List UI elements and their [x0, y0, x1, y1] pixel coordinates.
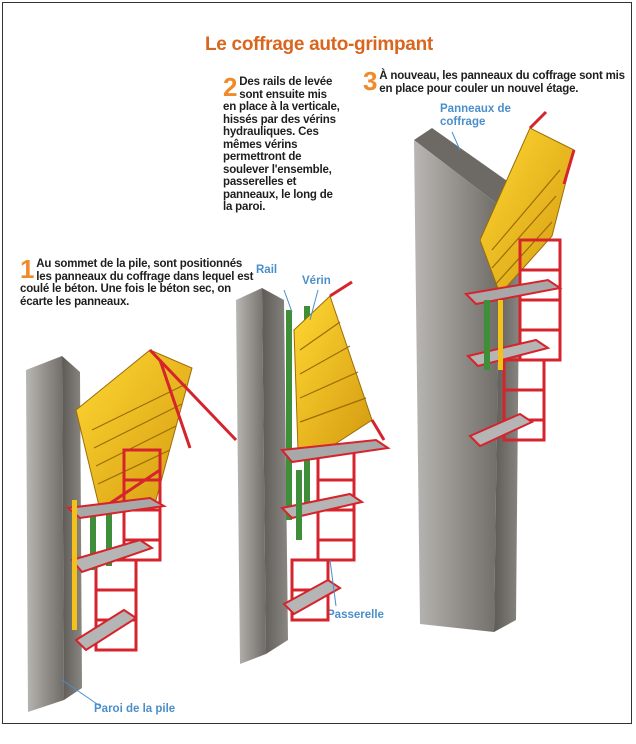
stage-2-platform-lower	[282, 578, 342, 616]
stage-3-wall-top	[414, 128, 520, 206]
stage-3-platform-lower	[468, 412, 535, 448]
stage-1-formwork-panel	[75, 349, 193, 511]
paroi-leader-line	[61, 679, 101, 707]
stage-3-formwork-panel	[479, 127, 575, 295]
step-1-text: 1 Au sommet de la pile, sont positionnés…	[20, 254, 260, 308]
stage-2-wall-side	[262, 288, 288, 654]
label-rail: Rail	[256, 264, 278, 276]
stage-2-rail	[286, 310, 292, 520]
label-paroi: Paroi de la pile	[94, 703, 176, 715]
verin-leader-line	[309, 289, 319, 321]
stage-1-jack	[90, 510, 96, 570]
stage-1-platform-lower	[74, 608, 138, 652]
stage-3-wall	[414, 140, 500, 632]
diagram-title: Le coffrage auto-grimpant	[205, 34, 433, 55]
stage-2-formwork-panel	[293, 295, 373, 451]
step-2-text: 2 Des rails de levée sont ensuite mis en…	[223, 72, 341, 214]
label-passerelle: Passerelle	[327, 609, 384, 621]
step-3-description: À nouveau, les panneaux du coffrage sont…	[379, 70, 625, 95]
stage-3-jack	[484, 300, 490, 370]
stage-1-wall	[26, 356, 64, 712]
step-2-description: Des rails de levée sont ensuite mis en p…	[223, 76, 340, 213]
label-verin: Vérin	[302, 275, 331, 287]
stage-2-platform-middle	[279, 492, 365, 520]
stage-1-illustration	[26, 348, 238, 712]
step-3-number: 3	[363, 66, 378, 96]
step-1-number: 1	[20, 254, 35, 284]
stage-2-jack	[296, 470, 302, 540]
step-1-description: Au sommet de la pile, sont positionnés l…	[20, 258, 254, 308]
stage-3-illustration	[414, 110, 576, 632]
stage-2-platform-upper	[280, 438, 391, 464]
passerelle-leader-line	[329, 559, 337, 607]
stage-3-platform-upper	[463, 278, 563, 306]
stage-2-illustration	[236, 280, 391, 664]
stage-1-platform-middle	[70, 538, 155, 574]
panneaux-leader-line	[451, 131, 461, 151]
rail-leader-line	[283, 289, 293, 313]
step-3-text: 3 À nouveau, les panneaux du coffrage so…	[363, 66, 625, 96]
step-2-number: 2	[223, 72, 238, 102]
label-panneaux: Panneaux de coffrage	[440, 103, 511, 128]
stage-2-wall	[236, 288, 266, 664]
